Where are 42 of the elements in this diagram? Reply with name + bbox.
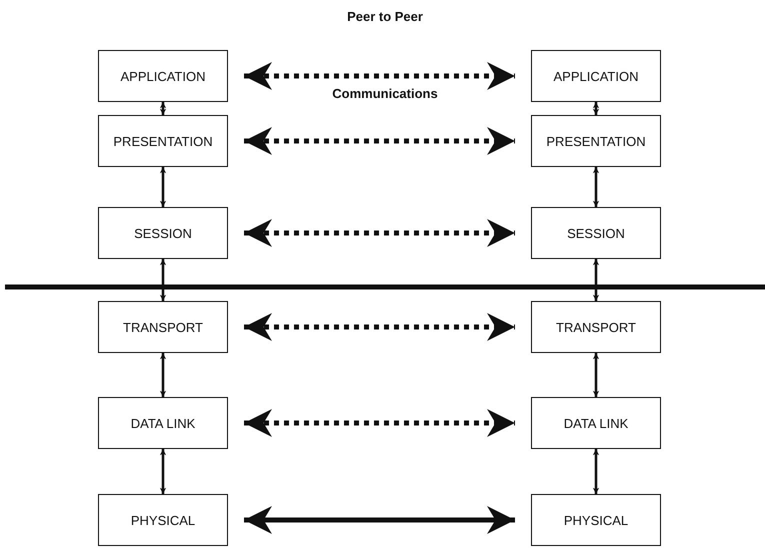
layer-box <box>531 50 661 102</box>
layer-name: SESSION <box>567 226 625 240</box>
layer-name: TRANSPORT <box>556 320 636 334</box>
arrow <box>244 127 515 155</box>
layer-box <box>98 397 228 449</box>
caption-text: Communications <box>332 86 438 101</box>
caption-text: Peer to Peer <box>347 9 423 24</box>
layer-box <box>531 301 661 353</box>
arrow <box>592 353 600 397</box>
layer-name: APPLICATION <box>553 68 638 84</box>
arrow <box>244 62 515 90</box>
layer-box <box>531 397 661 449</box>
layer-name: APPLICATION <box>120 68 206 84</box>
layer-box <box>531 207 661 259</box>
arrow <box>592 167 600 207</box>
layer-name: PRESENTATION <box>113 134 213 148</box>
layer-box <box>98 207 228 259</box>
arrow <box>244 313 515 341</box>
layer-name: TRANSPORT <box>123 320 203 334</box>
arrow <box>160 449 166 494</box>
arrow <box>160 102 166 115</box>
layer-box <box>531 115 661 167</box>
arrow <box>244 219 515 247</box>
arrow <box>160 353 166 397</box>
arrow <box>244 409 515 437</box>
arrow <box>244 506 515 534</box>
layer-box <box>98 115 228 167</box>
layer-box <box>531 494 661 546</box>
arrow <box>592 449 600 494</box>
arrow <box>592 259 600 301</box>
layer-name: PRESENTATION <box>546 134 646 148</box>
layer-name: DATA LINK <box>130 416 196 430</box>
layer-name: DATA LINK <box>564 416 628 430</box>
arrow <box>592 102 600 115</box>
layer-name: PHYSICAL <box>564 512 628 528</box>
arrow <box>160 259 166 301</box>
layer-name: SESSION <box>134 226 192 240</box>
layer-box <box>98 301 228 353</box>
layer-name: PHYSICAL <box>130 512 196 528</box>
layer-box <box>98 50 228 102</box>
arrow <box>160 167 166 207</box>
layer-box <box>98 494 228 546</box>
